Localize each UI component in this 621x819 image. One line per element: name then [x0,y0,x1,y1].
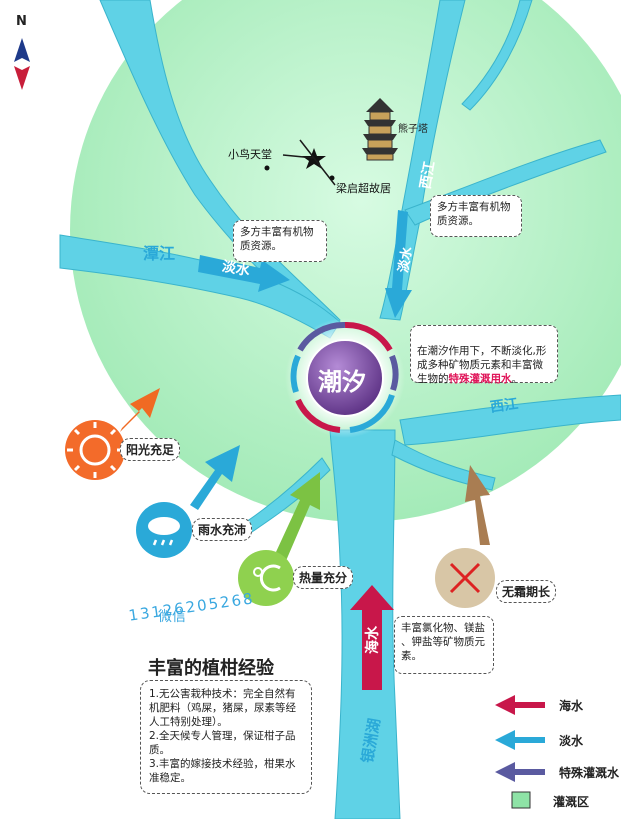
sea-water-arrow [350,585,394,690]
wechat-watermark: 微信 [158,609,186,625]
sun-icon [65,420,125,480]
bird-paradise-label: 小鸟天堂 [228,148,272,161]
xijiang-right-label: 西江 [489,396,520,416]
mineral-note-right: 多方丰富有机物 质资源。 [430,195,522,237]
compass-arrow [14,38,30,90]
experience-title: 丰富的植柑经验 [148,658,274,679]
pagoda-label: 熊子塔 [398,124,428,135]
sea-water-label: 海水 [365,626,381,654]
sun-arrow [120,388,160,432]
thermometer-icon [238,550,294,606]
rain-arrow [190,445,240,510]
fresh-water-arrow-right [385,210,412,318]
legend-sea-label: 海水 [559,699,584,713]
legend-area-label: 灌溉区 [553,795,590,809]
experience-box: 1.无公害栽种技术：完全自然有 机肥料（鸡屎，猪屎，尿素等经 人工特别处理）。 … [140,680,312,794]
tanjiang-label: 潭江 [143,244,176,263]
legend-area-swatch [511,791,531,809]
legend-fresh-arrow [495,730,545,750]
tide-note-highlight: 特殊灌溉用水 [448,373,512,385]
mineral-note-left: 多方丰富有机物 质资源。 [233,220,327,262]
fresh-water-arrow-left [198,255,290,292]
bird-dot [264,165,270,171]
tide-note: 在潮汐作用下，不断淡化,形 成多种矿物质元素和丰富微 生物的特殊灌溉用水。 [410,325,558,385]
legend-fresh-label: 淡水 [559,734,584,748]
no-frost-icon [435,548,495,608]
sun-label: 阳光充足 [120,438,181,461]
legend-special-label: 特殊灌溉水 [559,766,620,780]
legend-special-arrow [495,762,545,782]
legend-sea-arrow [495,695,545,715]
tide-note-text: 在潮汐作用下，不断淡化,形 成多种矿物质元素和丰富微 生物的 [417,345,547,385]
tide-ring [290,321,399,433]
tide-center [306,339,384,417]
tide-label: 潮汐 [318,368,366,396]
rain-icon [136,502,192,558]
pagoda-icon [362,98,398,161]
frost-arrow [465,465,490,545]
frost-label: 无霜期长 [496,580,557,603]
compass-label: N [16,14,27,29]
irrigation-area [70,0,621,522]
liang-residence-label: 梁启超故居 [336,182,391,195]
heat-arrow [270,472,320,570]
heat-label: 热量充分 [293,566,354,589]
tide-note-end: 。 [511,373,523,385]
rain-label: 雨水充沛 [192,518,253,541]
sea-mineral-note: 丰富氯化物、镁盐 、钾盐等矿物质元 素。 [394,616,494,674]
